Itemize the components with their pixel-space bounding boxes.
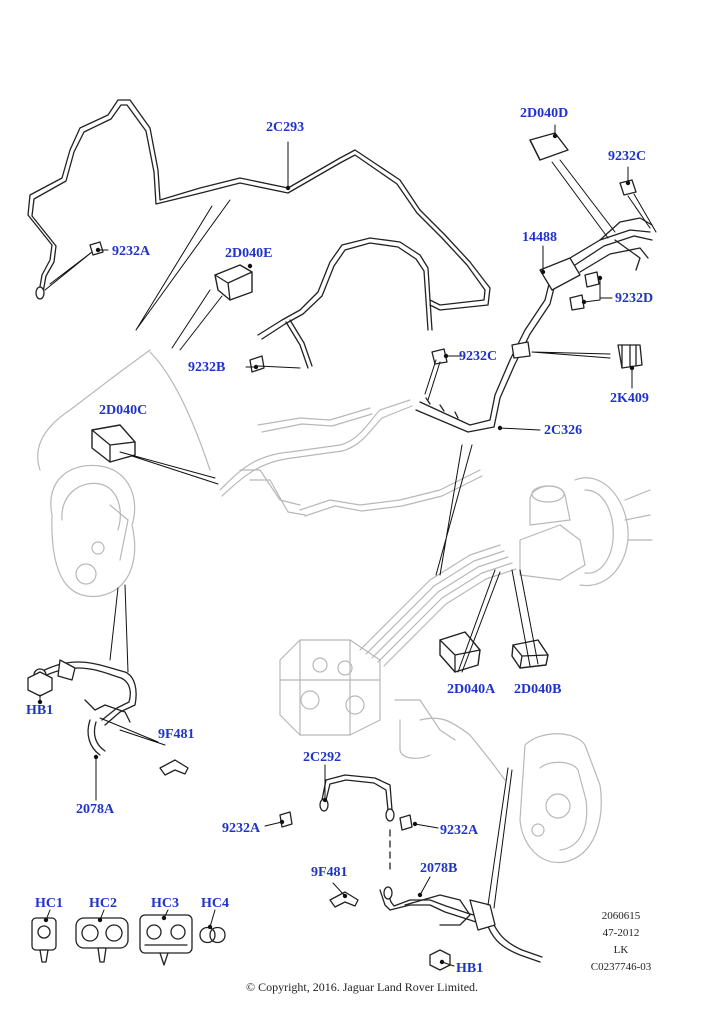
leader-lines <box>39 124 657 967</box>
leader-dots <box>37 133 635 965</box>
label-2C293: 2C293 <box>266 120 305 135</box>
label-HB1-bottom: HB1 <box>456 961 484 976</box>
label-2C326: 2C326 <box>544 423 583 438</box>
label-2D040A: 2D040A <box>447 682 496 697</box>
label-2D040E: 2D040E <box>225 246 273 261</box>
label-9232C-top: 9232C <box>608 149 647 164</box>
reference-block: 2060615 47-2012 LK C0237746-03 <box>576 908 666 976</box>
label-9232A-bottom-right: 9232A <box>440 823 479 838</box>
label-2078A: 2078A <box>76 802 115 817</box>
label-9232B: 9232B <box>188 360 226 375</box>
label-HC2: HC2 <box>89 896 117 911</box>
label-14488: 14488 <box>522 230 557 245</box>
label-2D040B: 2D040B <box>514 682 562 697</box>
label-HC4: HC4 <box>201 896 229 911</box>
ghost-context <box>37 349 653 864</box>
label-HB1-left: HB1 <box>26 703 54 718</box>
label-2D040C: 2D040C <box>99 403 148 418</box>
reference-line-2: 47-2012 <box>602 927 640 939</box>
label-9232C-mid: 9232C <box>459 349 498 364</box>
label-9232A-bottom-left: 9232A <box>222 821 261 836</box>
label-9232D: 9232D <box>615 291 654 306</box>
label-9F481-left: 9F481 <box>158 727 195 742</box>
reference-line-4: C0237746-03 <box>590 961 652 973</box>
label-HC3: HC3 <box>151 896 179 911</box>
label-2078B: 2078B <box>420 861 458 876</box>
label-9232A-top: 9232A <box>112 244 151 259</box>
copyright-notice: © Copyright, 2016. Jaguar Land Rover Lim… <box>245 980 479 994</box>
label-9F481-bottom: 9F481 <box>311 865 348 880</box>
reference-line-1: 2060615 <box>601 910 641 922</box>
label-2K409: 2K409 <box>610 391 649 406</box>
parts-linework <box>27 99 653 971</box>
label-HC1: HC1 <box>35 896 63 911</box>
label-2C292: 2C292 <box>303 750 342 765</box>
reference-line-3: LK <box>613 944 629 956</box>
hc-clips <box>31 914 226 966</box>
label-2D040D: 2D040D <box>520 106 569 121</box>
